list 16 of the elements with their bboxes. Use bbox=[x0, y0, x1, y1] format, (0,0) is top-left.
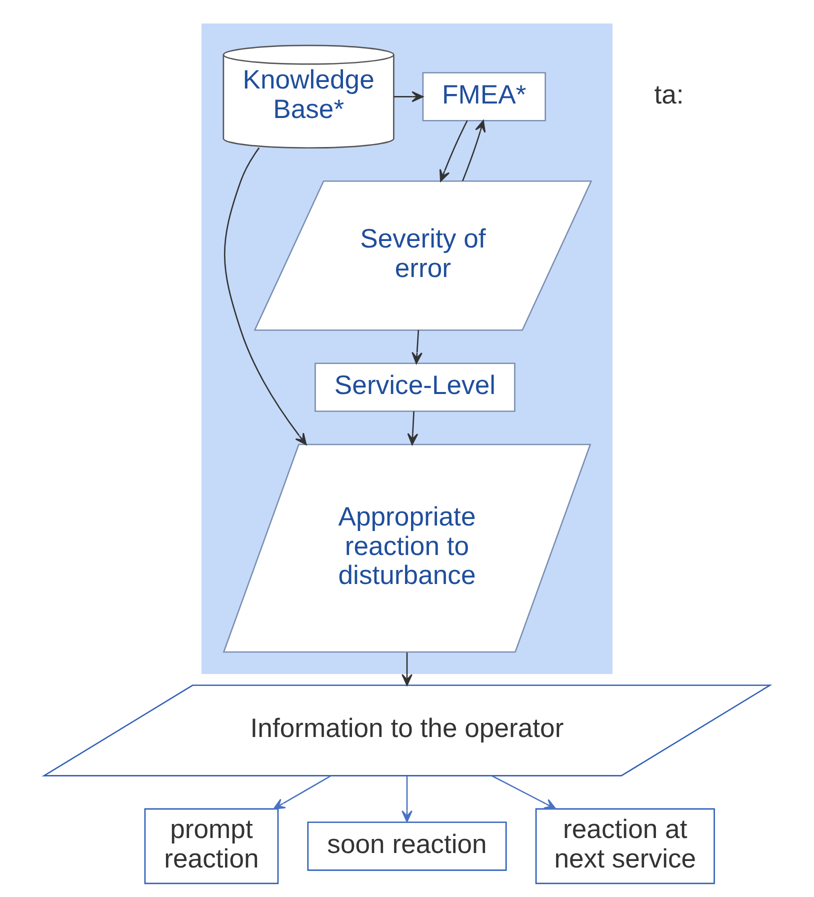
arrow bbox=[273, 775, 332, 810]
arrow bbox=[439, 120, 468, 182]
node-box: Service-Level bbox=[314, 362, 516, 412]
node-box: prompt reaction bbox=[144, 808, 279, 884]
arrow bbox=[492, 775, 556, 810]
arrow bbox=[407, 411, 418, 446]
label: ta: bbox=[654, 79, 684, 110]
arrow bbox=[462, 120, 486, 182]
node-box: reaction at next service bbox=[535, 808, 715, 884]
arrow bbox=[402, 776, 412, 822]
node-box: soon reaction bbox=[307, 822, 507, 871]
arrow bbox=[402, 652, 412, 686]
arrow bbox=[224, 147, 307, 446]
arrow bbox=[412, 330, 422, 364]
node-box: FMEA* bbox=[422, 72, 546, 122]
arrow bbox=[394, 91, 424, 102]
